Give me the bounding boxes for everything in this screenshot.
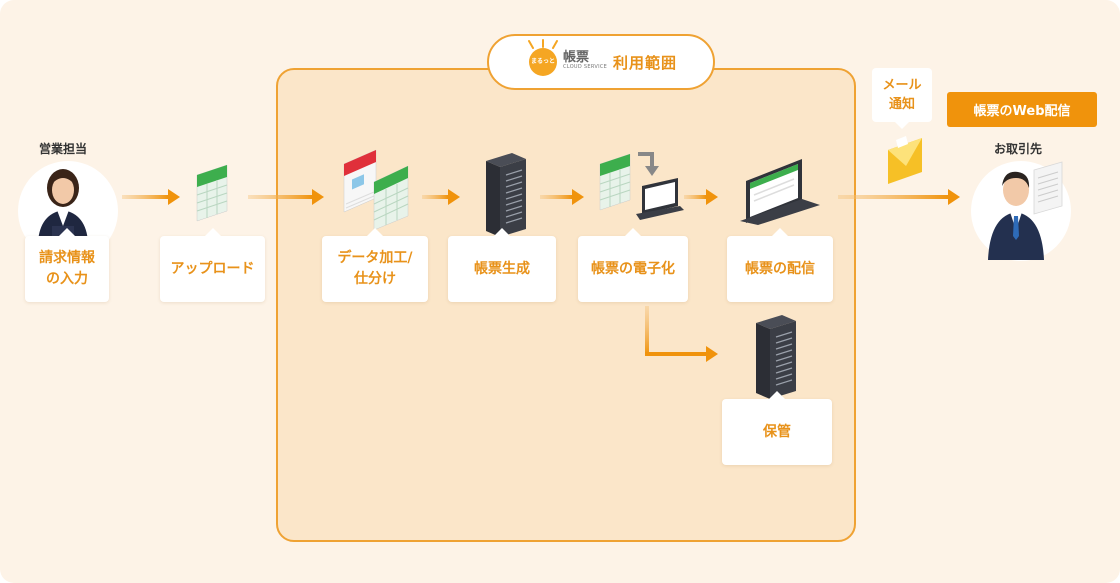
step-generate-card: 帳票生成 (448, 228, 556, 302)
service-logo-icon: まるっと (529, 48, 557, 76)
data-process-icon (343, 149, 409, 230)
arrow-generate-to-digitize (540, 189, 584, 205)
step-input-card: 請求情報 の入力 (25, 228, 109, 302)
logo-rays-icon (528, 39, 558, 49)
step-process-card: データ加工/ 仕分け (322, 228, 428, 302)
mail-envelope-icon (888, 136, 922, 184)
step-deliver-card: 帳票の配信 (727, 228, 833, 302)
step-store-card: 保管 (722, 391, 832, 465)
arrow-upload-to-process (248, 189, 324, 205)
sales-actor-label: 営業担当 (39, 142, 88, 156)
male-client-icon (988, 161, 1063, 260)
spreadsheet-upload-icon (196, 164, 228, 222)
arrow-digitize-to-deliver (684, 189, 718, 205)
laptop-deliver-icon (740, 159, 820, 225)
arrow-input-to-upload (122, 189, 180, 205)
service-logo-name: 帳票 (563, 50, 590, 65)
arrow-deliver-to-client (838, 189, 960, 205)
server-generate-icon (486, 153, 526, 237)
digitize-icon (599, 152, 684, 220)
scope-label: 利用範囲 (613, 54, 678, 72)
service-scope-tag: まるっと 帳票 CLOUD SERVICE 利用範囲 (487, 34, 715, 90)
client-actor-label: お取引先 (994, 142, 1043, 156)
step-digitize-card: 帳票の電子化 (578, 228, 688, 302)
service-logo-subtitle: CLOUD SERVICE (563, 64, 608, 70)
arrow-process-to-generate (422, 189, 460, 205)
step-upload-card: アップロード (160, 228, 265, 302)
mail-notice-bubble: メール 通知 (872, 68, 932, 129)
web-delivery-badge: 帳票のWeb配信 (947, 92, 1097, 127)
server-store-icon (756, 315, 796, 399)
arrow-digitize-to-store (645, 306, 718, 362)
